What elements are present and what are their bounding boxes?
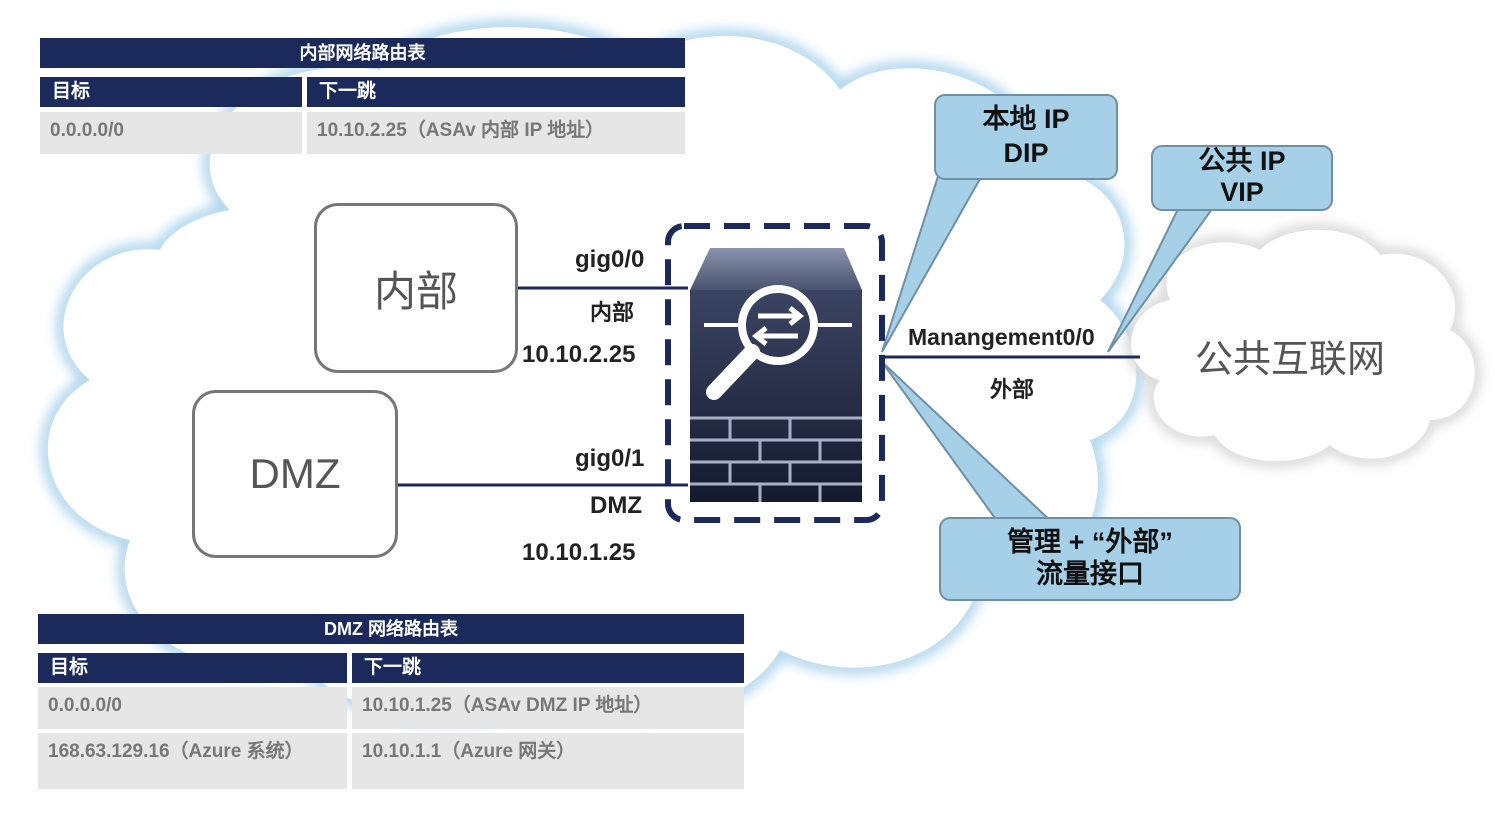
public-internet-label: 公共互联网: [1195, 339, 1386, 381]
firewall-router-icon: [665, 223, 885, 523]
internal-node-label: 内部: [373, 267, 458, 315]
dmz-iface-label: DMZ: [590, 492, 642, 519]
callout-mgmt-box: [939, 517, 1241, 601]
internal-iface-label: 内部: [590, 300, 635, 325]
internal-table-title: 内部网络路由表: [40, 38, 685, 68]
table-cell: 0.0.0.0/0: [38, 687, 347, 729]
table-cell: 10.10.1.1（Azure 网关）: [352, 733, 744, 789]
table-cell: 168.63.129.16（Azure 系统）: [38, 733, 347, 789]
gig00-label: gig0/0: [575, 246, 645, 273]
callout-public-ip: 公共 IP VIP: [1152, 146, 1332, 208]
internal-ip-label: 10.10.2.25: [522, 341, 636, 368]
callout-local-ip-line1: 本地 IP: [982, 104, 1070, 134]
table-cell: 10.10.2.25（ASAv 内部 IP 地址）: [307, 112, 685, 154]
dmz-table-title: DMZ 网络路由表: [38, 614, 744, 644]
dmz-network-node: DMZ: [192, 390, 398, 558]
internet-cloud: [1126, 224, 1480, 466]
dmz-node-label: DMZ: [249, 450, 341, 497]
callout-local-ip-box: [934, 94, 1118, 180]
callout-public-ip-box: [1151, 145, 1333, 211]
table-cell: 0.0.0.0/0: [40, 112, 302, 154]
callout-mgmt: 管理 + “外部” 流量接口: [940, 526, 1240, 590]
callout-public-ip-line1: 公共 IP: [1198, 146, 1286, 176]
callout-mgmt-line1: 管理 + “外部”: [1007, 527, 1173, 557]
mgmt-iface-label: Manangement0/0: [908, 324, 1095, 350]
internal-network-node: 内部: [314, 203, 518, 373]
callout-public-ip-line2: VIP: [1220, 177, 1264, 207]
dmz-ip-label: 10.10.1.25: [522, 539, 636, 566]
callout-local-ip: 本地 IP DIP: [935, 102, 1117, 170]
dmz-table-header-next: 下一跳: [352, 653, 744, 683]
internal-table-header-dest: 目标: [40, 77, 302, 107]
callout-local-ip-line2: DIP: [1003, 138, 1049, 168]
gig01-label: gig0/1: [575, 445, 645, 472]
external-iface-label: 外部: [990, 377, 1035, 402]
dmz-table-header-dest: 目标: [38, 653, 347, 683]
callout-mgmt-line2: 流量接口: [1036, 559, 1144, 589]
table-cell: 10.10.1.25（ASAv DMZ IP 地址）: [352, 687, 744, 729]
internal-table-header-next: 下一跳: [307, 77, 685, 107]
